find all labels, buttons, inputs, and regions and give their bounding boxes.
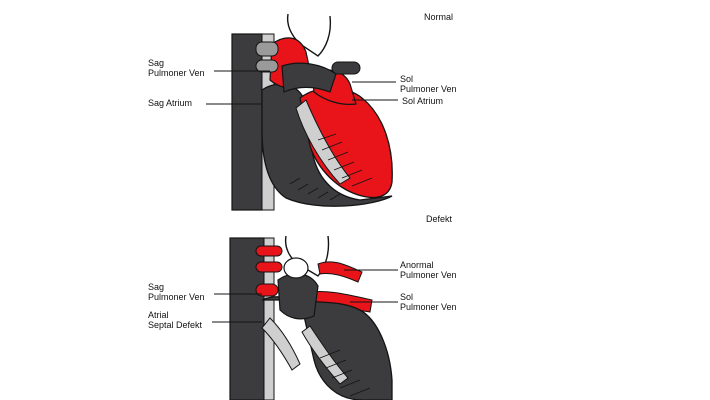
label-anormal-pulmoner-ven-line2: Pulmoner Ven [400,270,457,280]
label-defekt-sag-pulmoner-ven-line2: Pulmoner Ven [148,292,205,302]
label-sol-atrium: Sol Atrium [402,96,444,106]
label-sag-pulmoner-ven-line2: Pulmoner Ven [148,68,205,78]
label-atrial-septal-defekt-line2: Septal Defekt [148,320,203,330]
label-sag-atrium: Sag Atrium [148,98,193,108]
normal-heart [206,13,398,211]
label-defekt-sol-pulmoner-ven-line1: Sol [400,292,414,302]
panel-title-defekt: Defekt [426,214,453,224]
label-sag-pulmoner-ven-line1: Sag [148,58,165,68]
panel-title-normal: Normal [424,12,454,22]
label-anormal-pulmoner-ven-line1: Anormal [400,260,434,270]
label-atrial-septal-defekt-line1: Atrial [148,310,169,320]
label-defekt-sol-pulmoner-ven-line2: Pulmoner Ven [400,302,457,312]
label-sol-pulmoner-ven-line1: Sol [400,74,414,84]
label-defekt-sag-pulmoner-ven-line1: Sag [148,282,165,292]
label-sol-pulmoner-ven-line2: Pulmoner Ven [400,84,457,94]
defect-heart [212,235,398,400]
